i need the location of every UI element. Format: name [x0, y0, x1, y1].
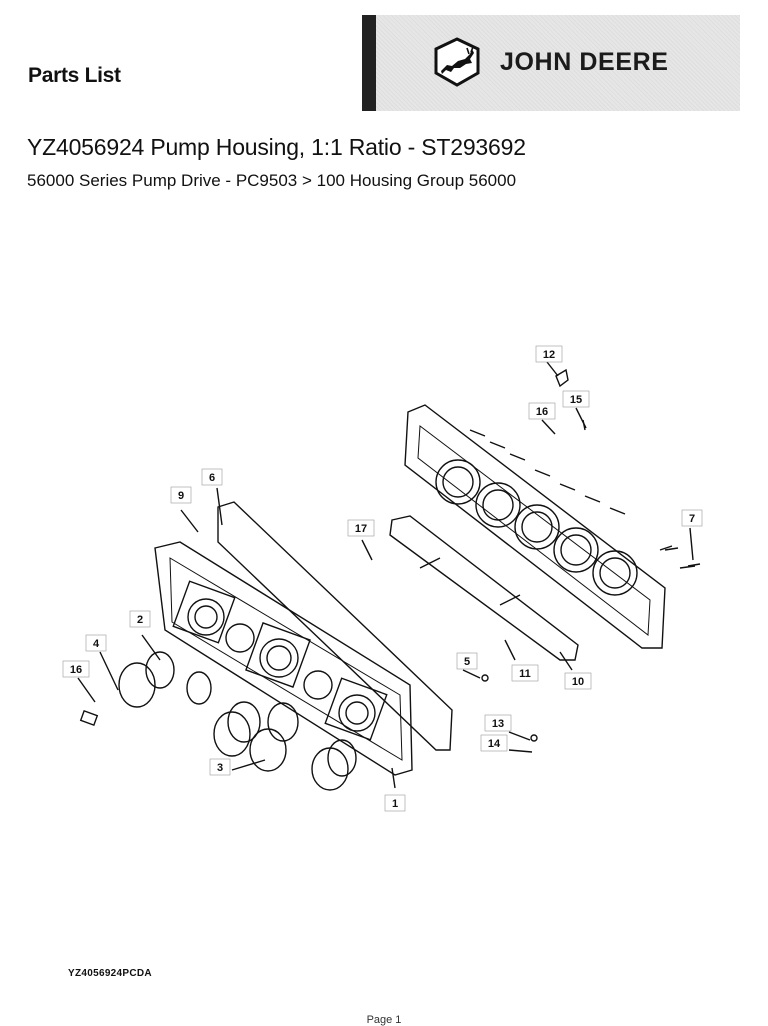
svg-text:5: 5: [464, 656, 470, 668]
callout-2: 2: [129, 610, 151, 628]
svg-text:16: 16: [536, 406, 548, 418]
brand-name: JOHN DEERE: [500, 48, 669, 76]
svg-text:3: 3: [217, 762, 223, 774]
document-code: YZ4056924PCDA: [68, 968, 152, 979]
leaping-deer-logo-icon: [434, 37, 480, 87]
document-title: YZ4056924 Pump Housing, 1:1 Ratio - ST29…: [27, 134, 526, 160]
drawing-lines: [77, 361, 701, 791]
callout-11: 11: [511, 664, 539, 682]
callout-12: 12: [535, 345, 563, 363]
callout-6: 6: [201, 468, 223, 486]
callout-7: 7: [681, 509, 703, 527]
front-housing-drawing: [154, 541, 413, 776]
callout-4: 4: [85, 634, 107, 652]
svg-text:9: 9: [178, 490, 184, 502]
document-subtitle: 56000 Series Pump Drive - PC9503 > 100 H…: [27, 171, 517, 190]
callout-10: 10: [564, 672, 592, 690]
page-number: Page 1: [366, 1014, 402, 1026]
callout-1: 1: [384, 794, 406, 812]
svg-text:2: 2: [137, 614, 143, 626]
brand-banner: JOHN DEERE: [362, 15, 740, 111]
svg-text:16: 16: [70, 664, 82, 676]
svg-text:6: 6: [209, 472, 215, 484]
svg-text:10: 10: [572, 676, 584, 688]
svg-text:11: 11: [519, 668, 531, 680]
callout-13: 13: [484, 714, 512, 732]
svg-text:17: 17: [355, 523, 367, 535]
svg-text:14: 14: [488, 738, 501, 750]
gasket-drawing: [389, 515, 579, 661]
callout-5: 5: [456, 652, 478, 670]
callout-labels: 1 2 3 4 5 6 7 9 10 11 12 13 14 15 16 16 …: [62, 345, 703, 812]
svg-text:1: 1: [392, 798, 398, 810]
callout-14: 14: [480, 734, 508, 752]
svg-text:7: 7: [689, 513, 695, 525]
exploded-parts-diagram: 1 2 3 4 5 6 7 9 10 11 12 13 14 15 16 16 …: [62, 345, 703, 812]
callout-3: 3: [209, 758, 231, 776]
rear-housing-drawing: [404, 404, 696, 649]
svg-text:4: 4: [93, 638, 100, 650]
svg-text:12: 12: [543, 349, 555, 361]
page-header: Parts List JOHN DEERE: [0, 0, 768, 120]
callout-16-front: 16: [62, 660, 90, 678]
callout-16-rear: 16: [528, 402, 556, 420]
callout-9: 9: [170, 486, 192, 504]
gasket-6-drawing: [217, 501, 453, 751]
callout-15: 15: [562, 390, 590, 408]
svg-text:13: 13: [492, 718, 504, 730]
callout-17: 17: [347, 519, 375, 537]
header-title: Parts List: [28, 64, 121, 87]
svg-text:15: 15: [570, 394, 582, 406]
